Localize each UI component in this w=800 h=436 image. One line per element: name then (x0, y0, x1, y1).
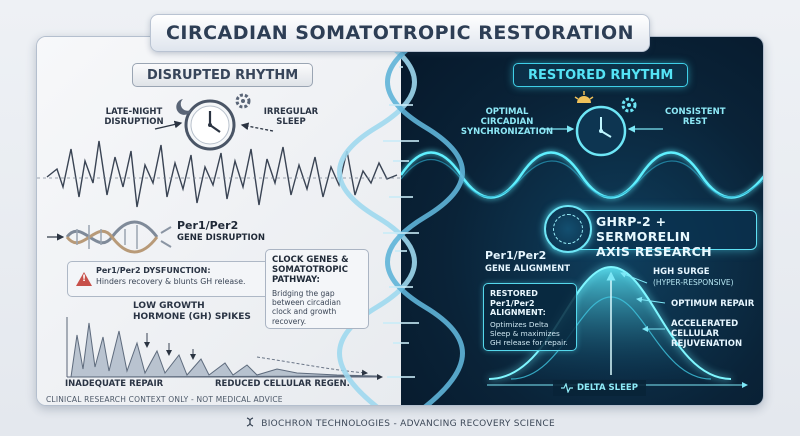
seal-icon (544, 205, 592, 253)
infographic-frame: DISRUPTED RHYTHM (36, 36, 764, 406)
optimal-sync-label: OPTIMAL CIRCADIAN SYNCHRONIZATION (460, 107, 554, 138)
sun-icon (574, 91, 594, 103)
accelerated-label: ACCELERATED CELLULAR REJUVENATION (671, 319, 743, 350)
disclaimer-note: CLINICAL RESEARCH CONTEXT ONLY - NOT MED… (46, 395, 283, 404)
consistent-rest-label: CONSISTENT REST (665, 107, 726, 128)
moon-icon (176, 99, 192, 115)
optimum-repair-label: OPTIMUM REPAIR (671, 299, 755, 309)
footer-text: BIOCHRON TECHNOLOGIES - ADVANCING RECOVE… (261, 419, 555, 429)
irregular-sleep-label: IRREGULAR SLEEP (263, 107, 319, 128)
alert-title: Per1/Per2 DYSFUNCTION: (96, 266, 211, 275)
alignment-text: Optimizes Delta Sleep & maximizes GH rel… (490, 319, 568, 347)
bridge-title: CLOCK GENES & SOMATOTROPIC PATHWAY: (272, 255, 349, 286)
alignment-callout: RESTORED Per1/Per2 ALIGNMENT: Optimizes … (483, 283, 577, 351)
erratic-waveform (46, 140, 398, 208)
research-badge: GHRP-2 + SERMORELIN AXIS RESEARCH (544, 205, 757, 258)
delta-sleep-badge: DELTA SLEEP (553, 380, 646, 396)
per-alignment-label: Per1/Per2 (485, 249, 547, 262)
badge-line-2: AXIS RESEARCH (596, 243, 712, 259)
per-gene-label: Per1/Per2 (177, 219, 239, 232)
late-night-label: LATE-NIGHT DISRUPTION (104, 107, 164, 128)
delta-sleep-label: DELTA SLEEP (577, 383, 638, 393)
bridge-callout: CLOCK GENES & SOMATOTROPIC PATHWAY: Brid… (265, 249, 369, 329)
biochron-logo-icon (246, 417, 254, 427)
reduced-regen-label: REDUCED CELLULAR REGEN. (215, 379, 350, 389)
disrupted-graphics (37, 93, 401, 380)
badge-line-1: GHRP-2 + SERMORELIN (596, 214, 691, 244)
clock-glow-icon (575, 105, 627, 157)
smooth-waveform (401, 151, 763, 199)
disrupted-panel: DISRUPTED RHYTHM (37, 37, 401, 405)
pulse-icon (561, 383, 573, 393)
restored-graphics (401, 91, 763, 388)
alert-text: Hinders recovery & blunts GH release. (96, 277, 246, 286)
hgh-surge-curve (488, 265, 732, 380)
gene-disruption-label: GENE DISRUPTION (177, 233, 265, 243)
bridge-text: Bridging the gap between circadian clock… (272, 288, 341, 326)
low-gh-label: LOW GROWTH HORMONE (GH) SPIKES (133, 301, 251, 322)
clock-icon (184, 99, 236, 151)
hyper-responsive-label: (HYPER-RESPONSIVE) (653, 278, 734, 287)
restored-panel: RESTORED RHYTHM (401, 37, 763, 405)
footer-brand: BIOCHRON TECHNOLOGIES - ADVANCING RECOVE… (0, 417, 800, 429)
warning-icon (76, 272, 92, 286)
page-title: CIRCADIAN SOMATOTROPIC RESTORATION (150, 14, 650, 52)
gear-icon (235, 93, 251, 109)
restored-header: RESTORED RHYTHM (513, 63, 689, 87)
gear-glow-icon (621, 97, 637, 113)
disrupted-header: DISRUPTED RHYTHM (132, 63, 314, 87)
alignment-title: RESTORED Per1/Per2 ALIGNMENT: (490, 289, 546, 318)
broken-dna-icon (65, 220, 172, 254)
gene-alignment-label: GENE ALIGNMENT (485, 264, 571, 274)
hgh-surge-label: HGH SURGE (653, 267, 710, 277)
inadequate-repair-label: INADEQUATE REPAIR (65, 379, 164, 389)
